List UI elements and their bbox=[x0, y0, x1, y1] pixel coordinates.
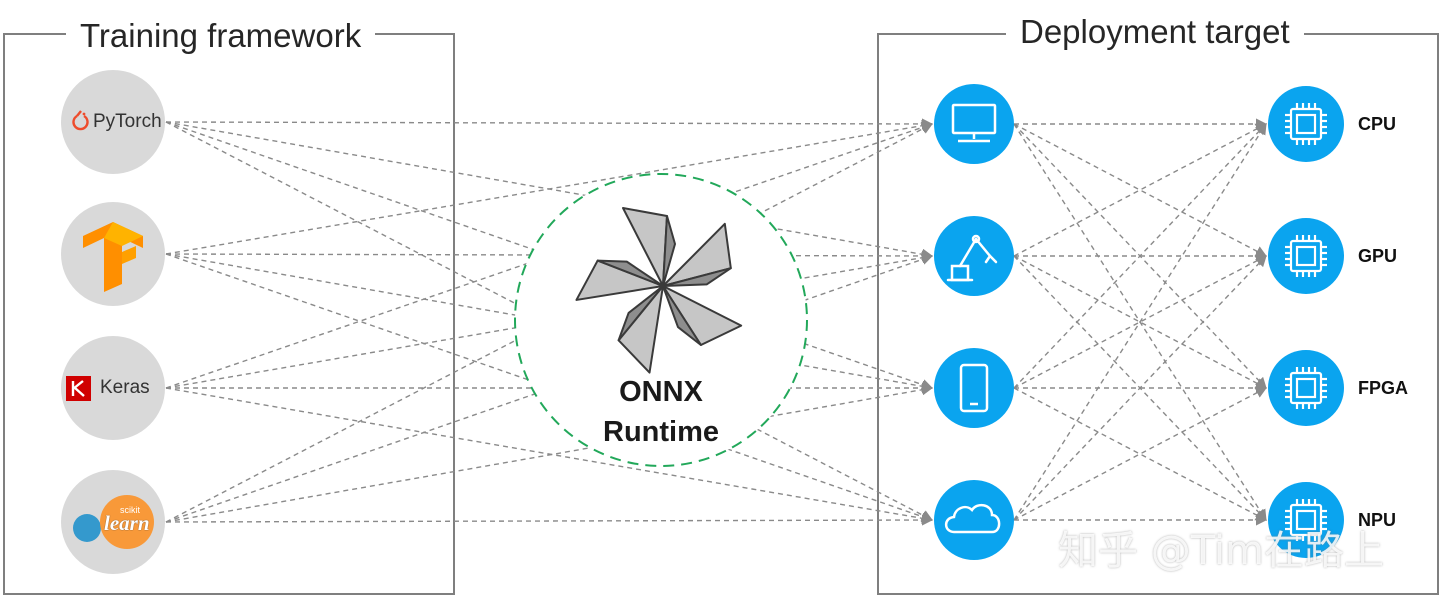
training-framework-title: Training framework bbox=[66, 16, 376, 56]
mobile-phone-icon bbox=[959, 363, 989, 413]
framework-label-learn: learn bbox=[104, 511, 150, 535]
onnx-label-line1: ONNX bbox=[619, 376, 703, 408]
chip-node-npu bbox=[1268, 482, 1344, 558]
onnx-label-line2: Runtime bbox=[603, 416, 719, 448]
pytorch-logo-icon bbox=[72, 110, 89, 131]
arrow-framework-3-to-device-3 bbox=[165, 514, 934, 526]
keras-logo-icon bbox=[66, 376, 91, 401]
chip-icon-gpu bbox=[1285, 235, 1327, 277]
chip-icon-cpu bbox=[1285, 103, 1327, 145]
framework-node-pytorch bbox=[61, 70, 165, 174]
arrow-framework-0-to-device-0 bbox=[165, 118, 934, 130]
watermark-text: 知乎 @Tim在路上 bbox=[1058, 528, 1384, 574]
arrow-device-0-to-chip-1 bbox=[1013, 123, 1267, 257]
arrow-device-1-to-chip-0 bbox=[1013, 123, 1267, 257]
hardware-label-fpga: FPGA bbox=[1358, 378, 1409, 398]
framework-label-keras: Keras bbox=[100, 377, 150, 398]
arrow-device-2-to-chip-0 bbox=[1013, 123, 1267, 389]
device-node-desktop bbox=[934, 84, 1014, 164]
device-node-robot bbox=[934, 216, 1014, 296]
arrow-device-1-to-chip-2 bbox=[1013, 255, 1267, 389]
hardware-label-cpu: CPU bbox=[1358, 114, 1397, 134]
chip-icon-fpga bbox=[1285, 367, 1327, 409]
framework-node-keras bbox=[61, 336, 165, 440]
chip-node-fpga bbox=[1268, 350, 1344, 426]
arrow-device-3-to-chip-1 bbox=[1013, 255, 1267, 521]
chip-icon-npu bbox=[1285, 499, 1327, 541]
device-node-mobile bbox=[934, 348, 1014, 428]
scikit-learn-logo-icon bbox=[73, 495, 154, 549]
onnx-runtime-circle bbox=[514, 173, 808, 467]
deployment-target-title: Deployment target bbox=[1006, 12, 1304, 52]
chip-node-gpu bbox=[1268, 218, 1344, 294]
cloud-icon bbox=[944, 503, 1001, 534]
device-node-cloud bbox=[934, 480, 1014, 560]
tensorflow-logo-icon bbox=[83, 222, 143, 292]
arrow-framework-1-to-device-0 bbox=[165, 120, 934, 255]
arrow-device-2-to-chip-1 bbox=[1013, 255, 1267, 389]
arrow-framework-1-to-device-1 bbox=[165, 250, 934, 262]
arrow-device-2-to-chip-3 bbox=[1013, 387, 1267, 521]
chip-node-cpu bbox=[1268, 86, 1344, 162]
framework-label-scikit: scikit bbox=[120, 505, 140, 515]
desktop-icon bbox=[951, 103, 997, 143]
hardware-label-gpu: GPU bbox=[1358, 246, 1398, 266]
arrow-device-3-to-chip-2 bbox=[1013, 387, 1267, 521]
onnx-runtime-logo-icon bbox=[575, 207, 743, 374]
hardware-label-npu: NPU bbox=[1358, 510, 1397, 530]
arrow-framework-3-to-device-2 bbox=[165, 384, 934, 523]
arrow-device-3-to-chip-0 bbox=[1013, 123, 1267, 521]
framework-label-pytorch: PyTorch bbox=[93, 111, 162, 132]
robot-arm-icon bbox=[946, 234, 998, 282]
arrow-framework-2-to-device-3 bbox=[165, 387, 934, 524]
